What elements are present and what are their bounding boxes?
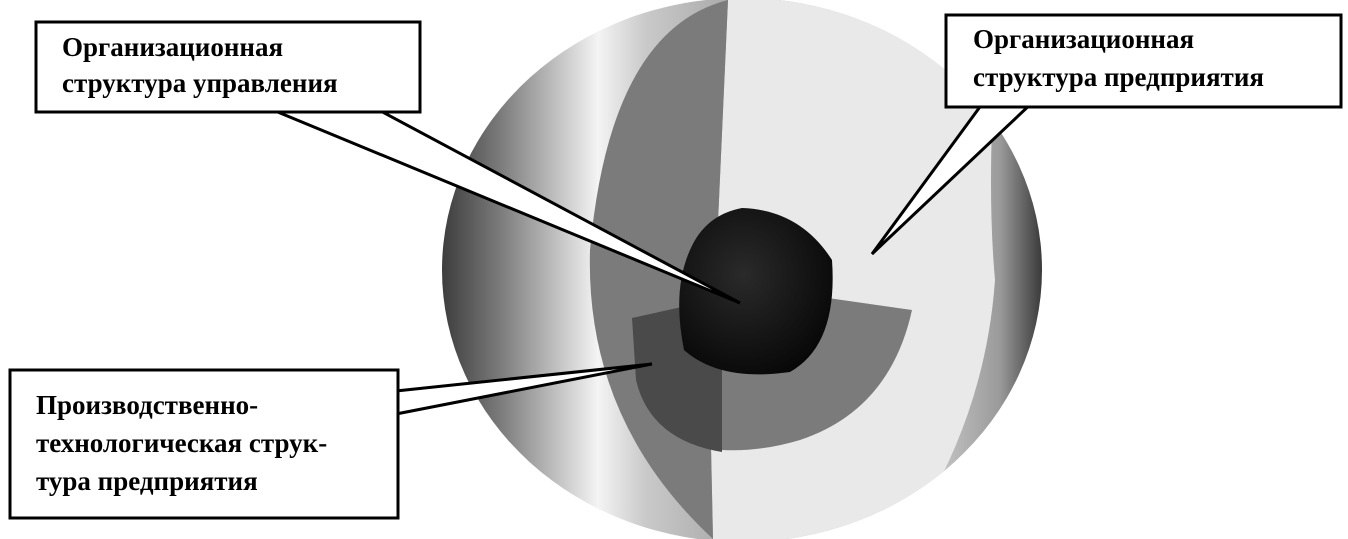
callout-management-structure: Организационная структура управления <box>36 22 420 112</box>
callout-production-structure: Производственно- технологическая струк- … <box>10 370 398 518</box>
callout-enterprise-structure: Организационная структура предприятия <box>946 15 1341 107</box>
